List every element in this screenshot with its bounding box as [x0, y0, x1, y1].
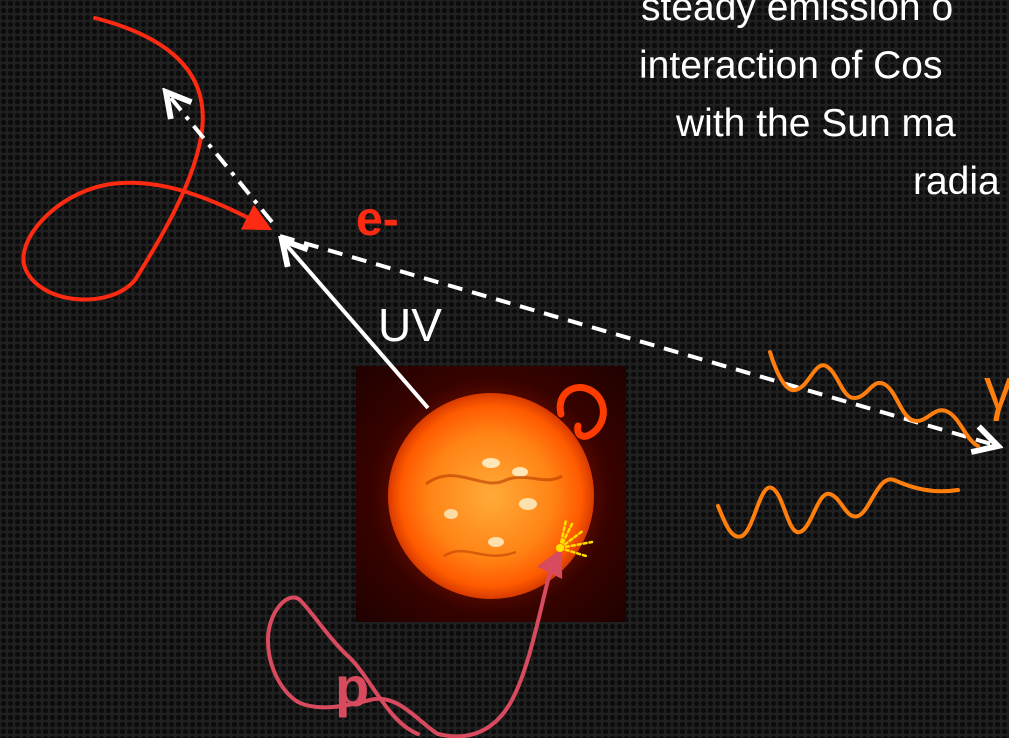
flare-burst [558, 518, 594, 558]
uv-label: UV [378, 299, 442, 351]
sun-filament [443, 549, 517, 558]
proton-trajectory [265, 547, 563, 738]
scattered-electron-arrow [166, 92, 274, 224]
gamma-wave-lower [716, 477, 960, 539]
sun-filament [425, 474, 563, 486]
gamma-label: γ [984, 357, 1009, 422]
sun-disk [388, 393, 594, 599]
bright-region [519, 498, 537, 510]
bright-region [488, 537, 504, 547]
flare-ray [558, 546, 588, 558]
uv-photon-arrow [282, 240, 430, 410]
bright-region [512, 467, 528, 477]
solar-prominence [556, 384, 607, 440]
caption-line-2: interaction of Cos [639, 44, 943, 87]
proton-label: p [335, 655, 370, 718]
flare-ray [558, 518, 568, 550]
flare-ray [558, 522, 574, 550]
caption-line-1: steady emission o [641, 0, 954, 29]
electron-label: e- [356, 193, 399, 246]
bright-region [444, 509, 458, 519]
flare-ray [558, 540, 594, 550]
bright-region [482, 458, 500, 468]
caption-line-3: with the Sun ma [676, 102, 956, 145]
electron-trajectory [21, 16, 273, 302]
caption-line-4: radia [913, 160, 1000, 203]
flare-point [556, 544, 564, 552]
flare-ray [558, 528, 586, 550]
gamma-wave-upper [768, 350, 980, 448]
